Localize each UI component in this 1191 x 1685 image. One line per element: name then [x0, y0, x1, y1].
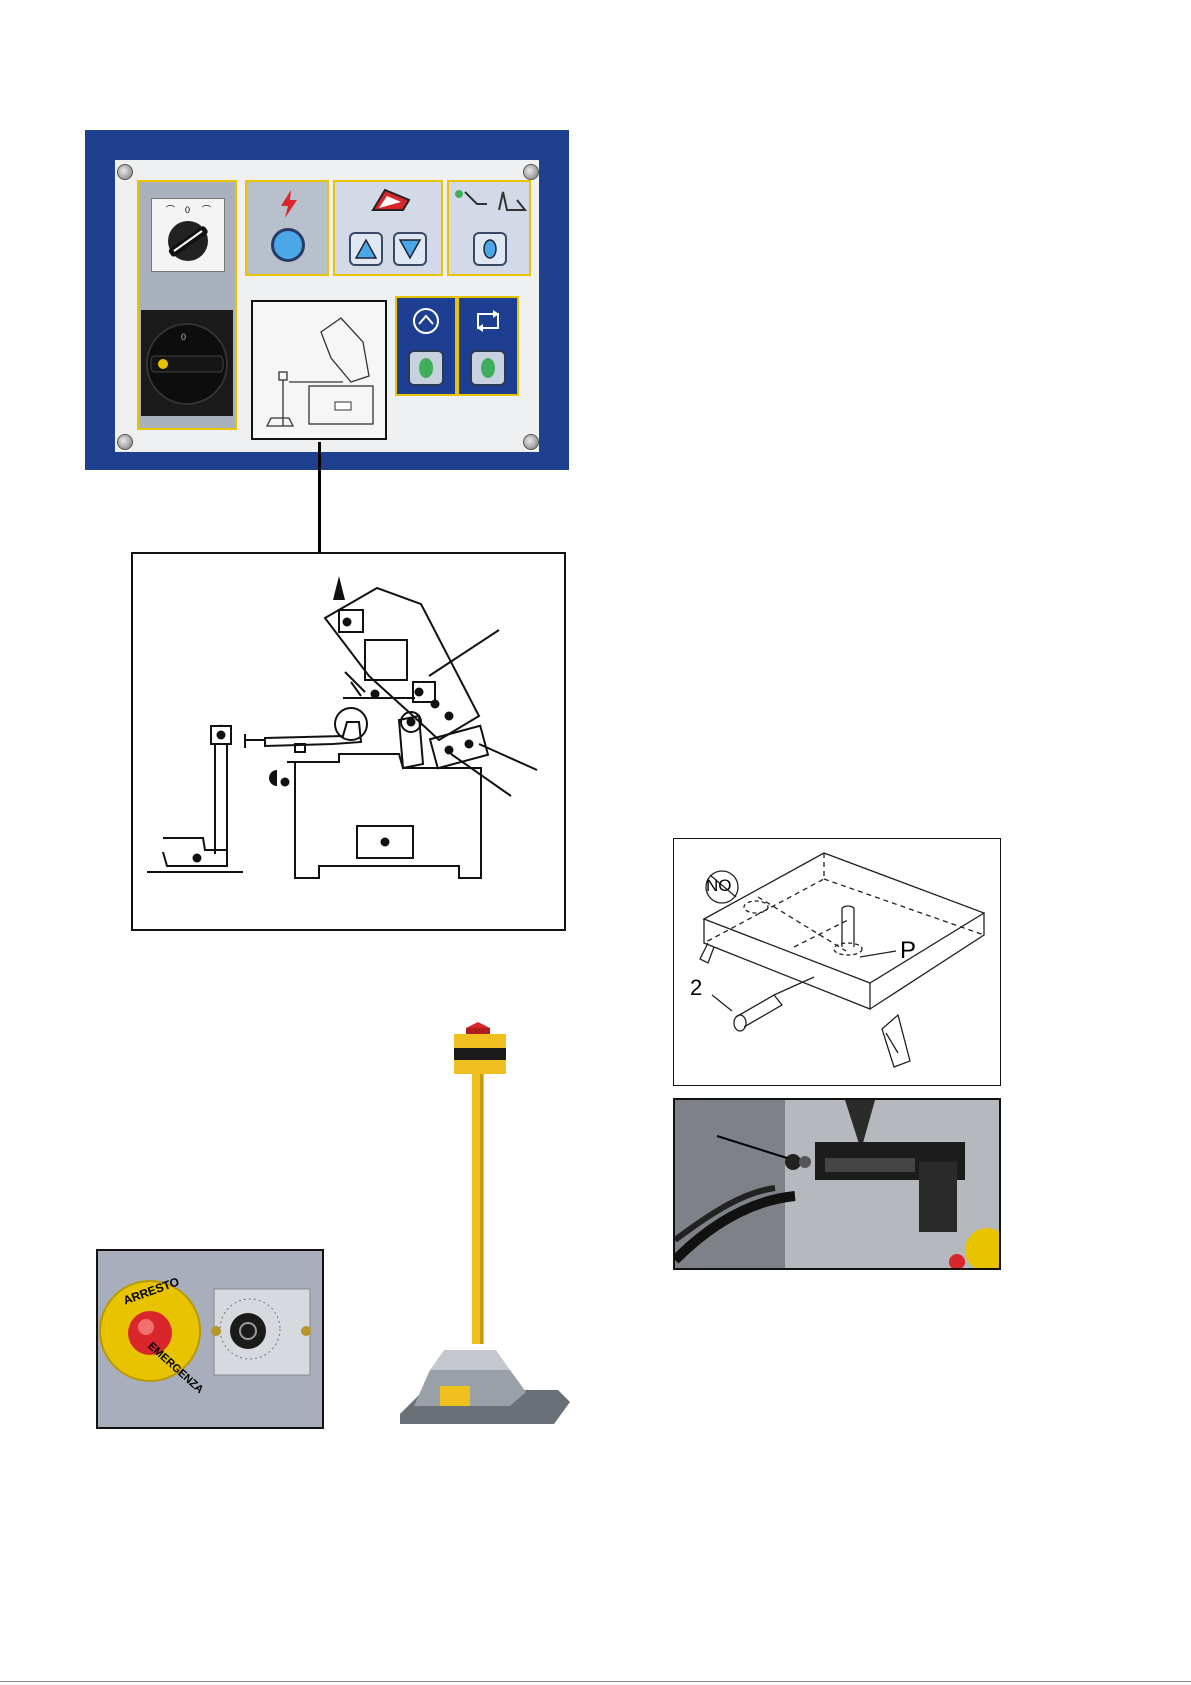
foot-pedal-photo [394, 1010, 574, 1430]
emergency-stop-illustration [98, 1251, 322, 1427]
mode-selector-switch: ⌒ 0 ⌒ [151, 198, 225, 272]
svg-text:0: 0 [181, 332, 186, 342]
switch-column: ⌒ 0 ⌒ 0 [137, 180, 237, 430]
machine-line-drawing [133, 554, 564, 929]
arm-up-down-box [333, 180, 443, 276]
green-oval-icon [472, 352, 504, 384]
arm-up-button [349, 232, 383, 266]
triangle-up-icon [351, 234, 381, 264]
saw-arm-icon [369, 186, 413, 216]
lightning-icon [277, 188, 301, 220]
rotary-switch-icon: 0 [141, 310, 233, 416]
svg-text:⌒: ⌒ [166, 205, 175, 215]
control-panel-photo: ⌒ 0 ⌒ 0 [85, 130, 569, 470]
emergency-stop-photo: ARRESTO EMERGENZA [96, 1249, 324, 1429]
machine-drawing [131, 552, 566, 931]
label-no: NO [706, 877, 732, 894]
cycle-arrows-icon [473, 306, 503, 336]
screw-icon [523, 434, 539, 450]
label-p: P [900, 939, 916, 963]
circle-up-icon [411, 306, 441, 336]
limit-switch-illustration [675, 1100, 999, 1268]
machine-pictogram [251, 300, 387, 440]
arm-down-button [393, 232, 427, 266]
selector-knob-icon: ⌒ 0 ⌒ [152, 199, 224, 271]
foot-pedal-illustration [394, 1010, 574, 1430]
screw-icon [117, 164, 133, 180]
footer-rule [0, 1681, 1191, 1682]
oval-icon [475, 234, 505, 264]
screw-icon [117, 434, 133, 450]
main-power-switch: 0 [141, 310, 233, 416]
svg-text:0: 0 [185, 205, 190, 215]
start-button [408, 350, 444, 386]
power-indicator-lamp [271, 228, 305, 262]
start-cycle-box [395, 296, 457, 396]
machine-outline-icon [253, 302, 385, 438]
auto-button [470, 350, 506, 386]
svg-text:⌒: ⌒ [202, 205, 211, 215]
label-2: 2 [690, 977, 702, 999]
power-lamp-box [245, 180, 329, 276]
cycle-button [473, 232, 507, 266]
triangle-down-icon [395, 234, 425, 264]
green-oval-icon [410, 352, 442, 384]
hand-pedal-icon [453, 186, 529, 214]
control-panel-plate: ⌒ 0 ⌒ 0 [115, 160, 539, 452]
screw-icon [523, 164, 539, 180]
auto-cycle-box [457, 296, 519, 396]
table-drawing: NO P 2 [673, 838, 1001, 1086]
connector-line [318, 442, 321, 554]
hand-pedal-box [447, 180, 531, 276]
limit-switch-photo [673, 1098, 1001, 1270]
